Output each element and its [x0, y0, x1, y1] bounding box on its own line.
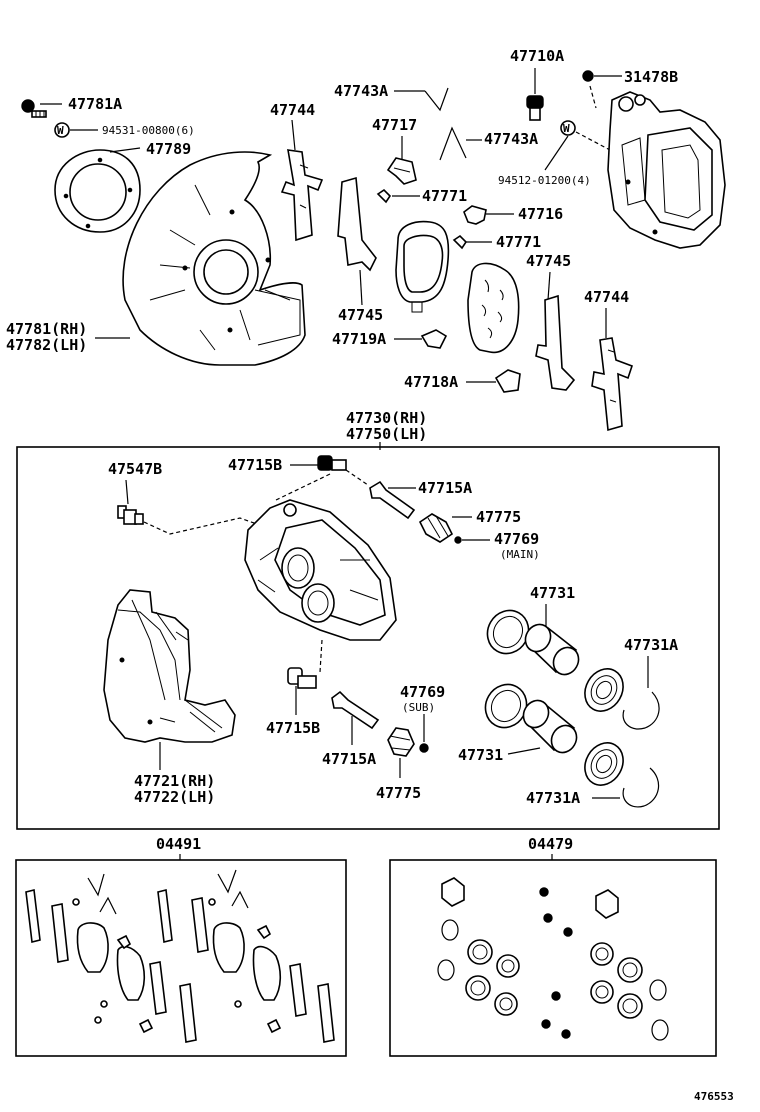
gasket-47789-icon [54, 149, 141, 233]
slide-boot-47775-upper-icon [418, 513, 454, 543]
label-47744-top[interactable]: 47744 [270, 101, 315, 119]
label-47771-upper[interactable]: 47771 [422, 187, 467, 205]
slide-bolt-47715B-lower-icon [287, 667, 317, 689]
label-47716[interactable]: 47716 [518, 205, 563, 223]
bolt-47710A-icon [526, 95, 544, 121]
pad-clip-47717-icon [386, 157, 417, 185]
anti-squeal-shim-47745-right-icon [535, 294, 576, 391]
label-47721-rh[interactable]: 47721(RH) [134, 772, 215, 790]
caliper-body-icon [244, 499, 397, 641]
label-47719A[interactable]: 47719A [332, 330, 386, 348]
wear-indicator-47719A-icon [420, 329, 448, 349]
snap-ring-lower-icon [622, 767, 660, 808]
bolt-47781A-icon [21, 99, 47, 118]
washer-marker-right-icon: W [560, 120, 576, 136]
label-47743A-lower[interactable]: 47743A [484, 130, 538, 148]
label-94512-01200[interactable]: 94512-01200(4) [498, 174, 591, 187]
dust-boot-lower-icon [584, 742, 624, 786]
washer-marker-text: W [57, 124, 64, 137]
label-47750-lh[interactable]: 47750(LH) [346, 425, 427, 443]
label-47731-lower[interactable]: 47731 [458, 746, 503, 764]
label-47731A-lower[interactable]: 47731A [526, 789, 580, 807]
label-47781A[interactable]: 47781A [68, 95, 122, 113]
piston-upper-icon [524, 623, 580, 676]
snap-ring-upper-icon [622, 691, 660, 730]
caliper-mounting-bracket-icon [103, 589, 236, 743]
label-47782-lh[interactable]: 47782(LH) [6, 336, 87, 354]
label-47743A-upper[interactable]: 47743A [334, 82, 388, 100]
slide-pin-47715A-upper-icon [369, 480, 416, 520]
cap-47769-main-icon [454, 536, 462, 544]
label-47547B[interactable]: 47547B [108, 460, 162, 478]
bleeder-plug-47547B-icon [117, 505, 144, 525]
cap-47769-sub-icon [419, 743, 429, 753]
anti-rattle-spring-upper-icon [424, 87, 449, 112]
anti-squeal-shim-47744-icon [280, 149, 324, 242]
anti-squeal-shim-47744-right-icon [591, 337, 634, 432]
caliper-assembly-top-icon [607, 91, 726, 249]
label-47769-main[interactable]: 47769 [494, 530, 539, 548]
label-47775-lower[interactable]: 47775 [376, 784, 421, 802]
label-47710A[interactable]: 47710A [510, 47, 564, 65]
slide-pin-47715A-lower-icon [331, 690, 380, 730]
seal-kit-04479-box [389, 859, 717, 1057]
seal-kit-04479-contents-icon [437, 877, 669, 1041]
anti-squeal-shim-47745-left-icon [337, 176, 377, 272]
label-47718A[interactable]: 47718A [404, 373, 458, 391]
label-94531-00800[interactable]: 94531-00800(6) [102, 124, 195, 137]
pad-clip-47716-icon [463, 205, 487, 225]
label-04491[interactable]: 04491 [156, 835, 201, 853]
dust-boot-upper-icon [584, 668, 624, 712]
label-47769-main-note[interactable]: (MAIN) [500, 548, 540, 561]
label-31478B[interactable]: 31478B [624, 68, 678, 86]
label-47731A-upper[interactable]: 47731A [624, 636, 678, 654]
label-47781-rh[interactable]: 47781(RH) [6, 320, 87, 338]
piston-lower-icon [522, 699, 578, 754]
label-47771-lower[interactable]: 47771 [496, 233, 541, 251]
label-47745-right[interactable]: 47745 [526, 252, 571, 270]
washer-marker-icon: W [54, 122, 70, 138]
label-47789[interactable]: 47789 [146, 140, 191, 158]
label-47744-right[interactable]: 47744 [584, 288, 629, 306]
label-47769-sub-note[interactable]: (SUB) [402, 701, 435, 714]
piston-seal-lower-icon [484, 683, 528, 729]
pad-kit-04491-box [15, 859, 347, 1057]
pin-47771-lower-icon [452, 234, 468, 250]
slide-bolt-47715B-upper-icon [317, 455, 347, 471]
dust-cover-icon [122, 151, 306, 366]
label-47775-upper[interactable]: 47775 [476, 508, 521, 526]
bleeder-cap-31478B-icon [582, 70, 594, 82]
label-47731-upper[interactable]: 47731 [530, 584, 575, 602]
caliper-assembly-box [16, 446, 720, 830]
label-47730-rh[interactable]: 47730(RH) [346, 409, 427, 427]
label-04479[interactable]: 04479 [528, 835, 573, 853]
label-47722-lh[interactable]: 47722(LH) [134, 788, 215, 806]
label-47715A-upper[interactable]: 47715A [418, 479, 472, 497]
label-47715B-lower[interactable]: 47715B [266, 719, 320, 737]
brake-pad-right-icon [467, 262, 520, 354]
label-47769-sub[interactable]: 47769 [400, 683, 445, 701]
anti-rattle-spring-lower-icon [439, 126, 467, 161]
pin-47771-upper-icon [376, 188, 392, 204]
brake-pad-left-icon [395, 220, 450, 313]
label-47715B-upper[interactable]: 47715B [228, 456, 282, 474]
label-47715A-lower[interactable]: 47715A [322, 750, 376, 768]
wear-indicator-47718A-icon [494, 369, 521, 393]
washer-marker-right-text: W [563, 122, 570, 135]
label-47745-left[interactable]: 47745 [338, 306, 383, 324]
slide-boot-47775-lower-icon [387, 727, 415, 757]
pad-kit-04491-contents-icon [25, 869, 335, 1043]
label-47717[interactable]: 47717 [372, 116, 417, 134]
figure-number: 476553 [694, 1090, 734, 1103]
